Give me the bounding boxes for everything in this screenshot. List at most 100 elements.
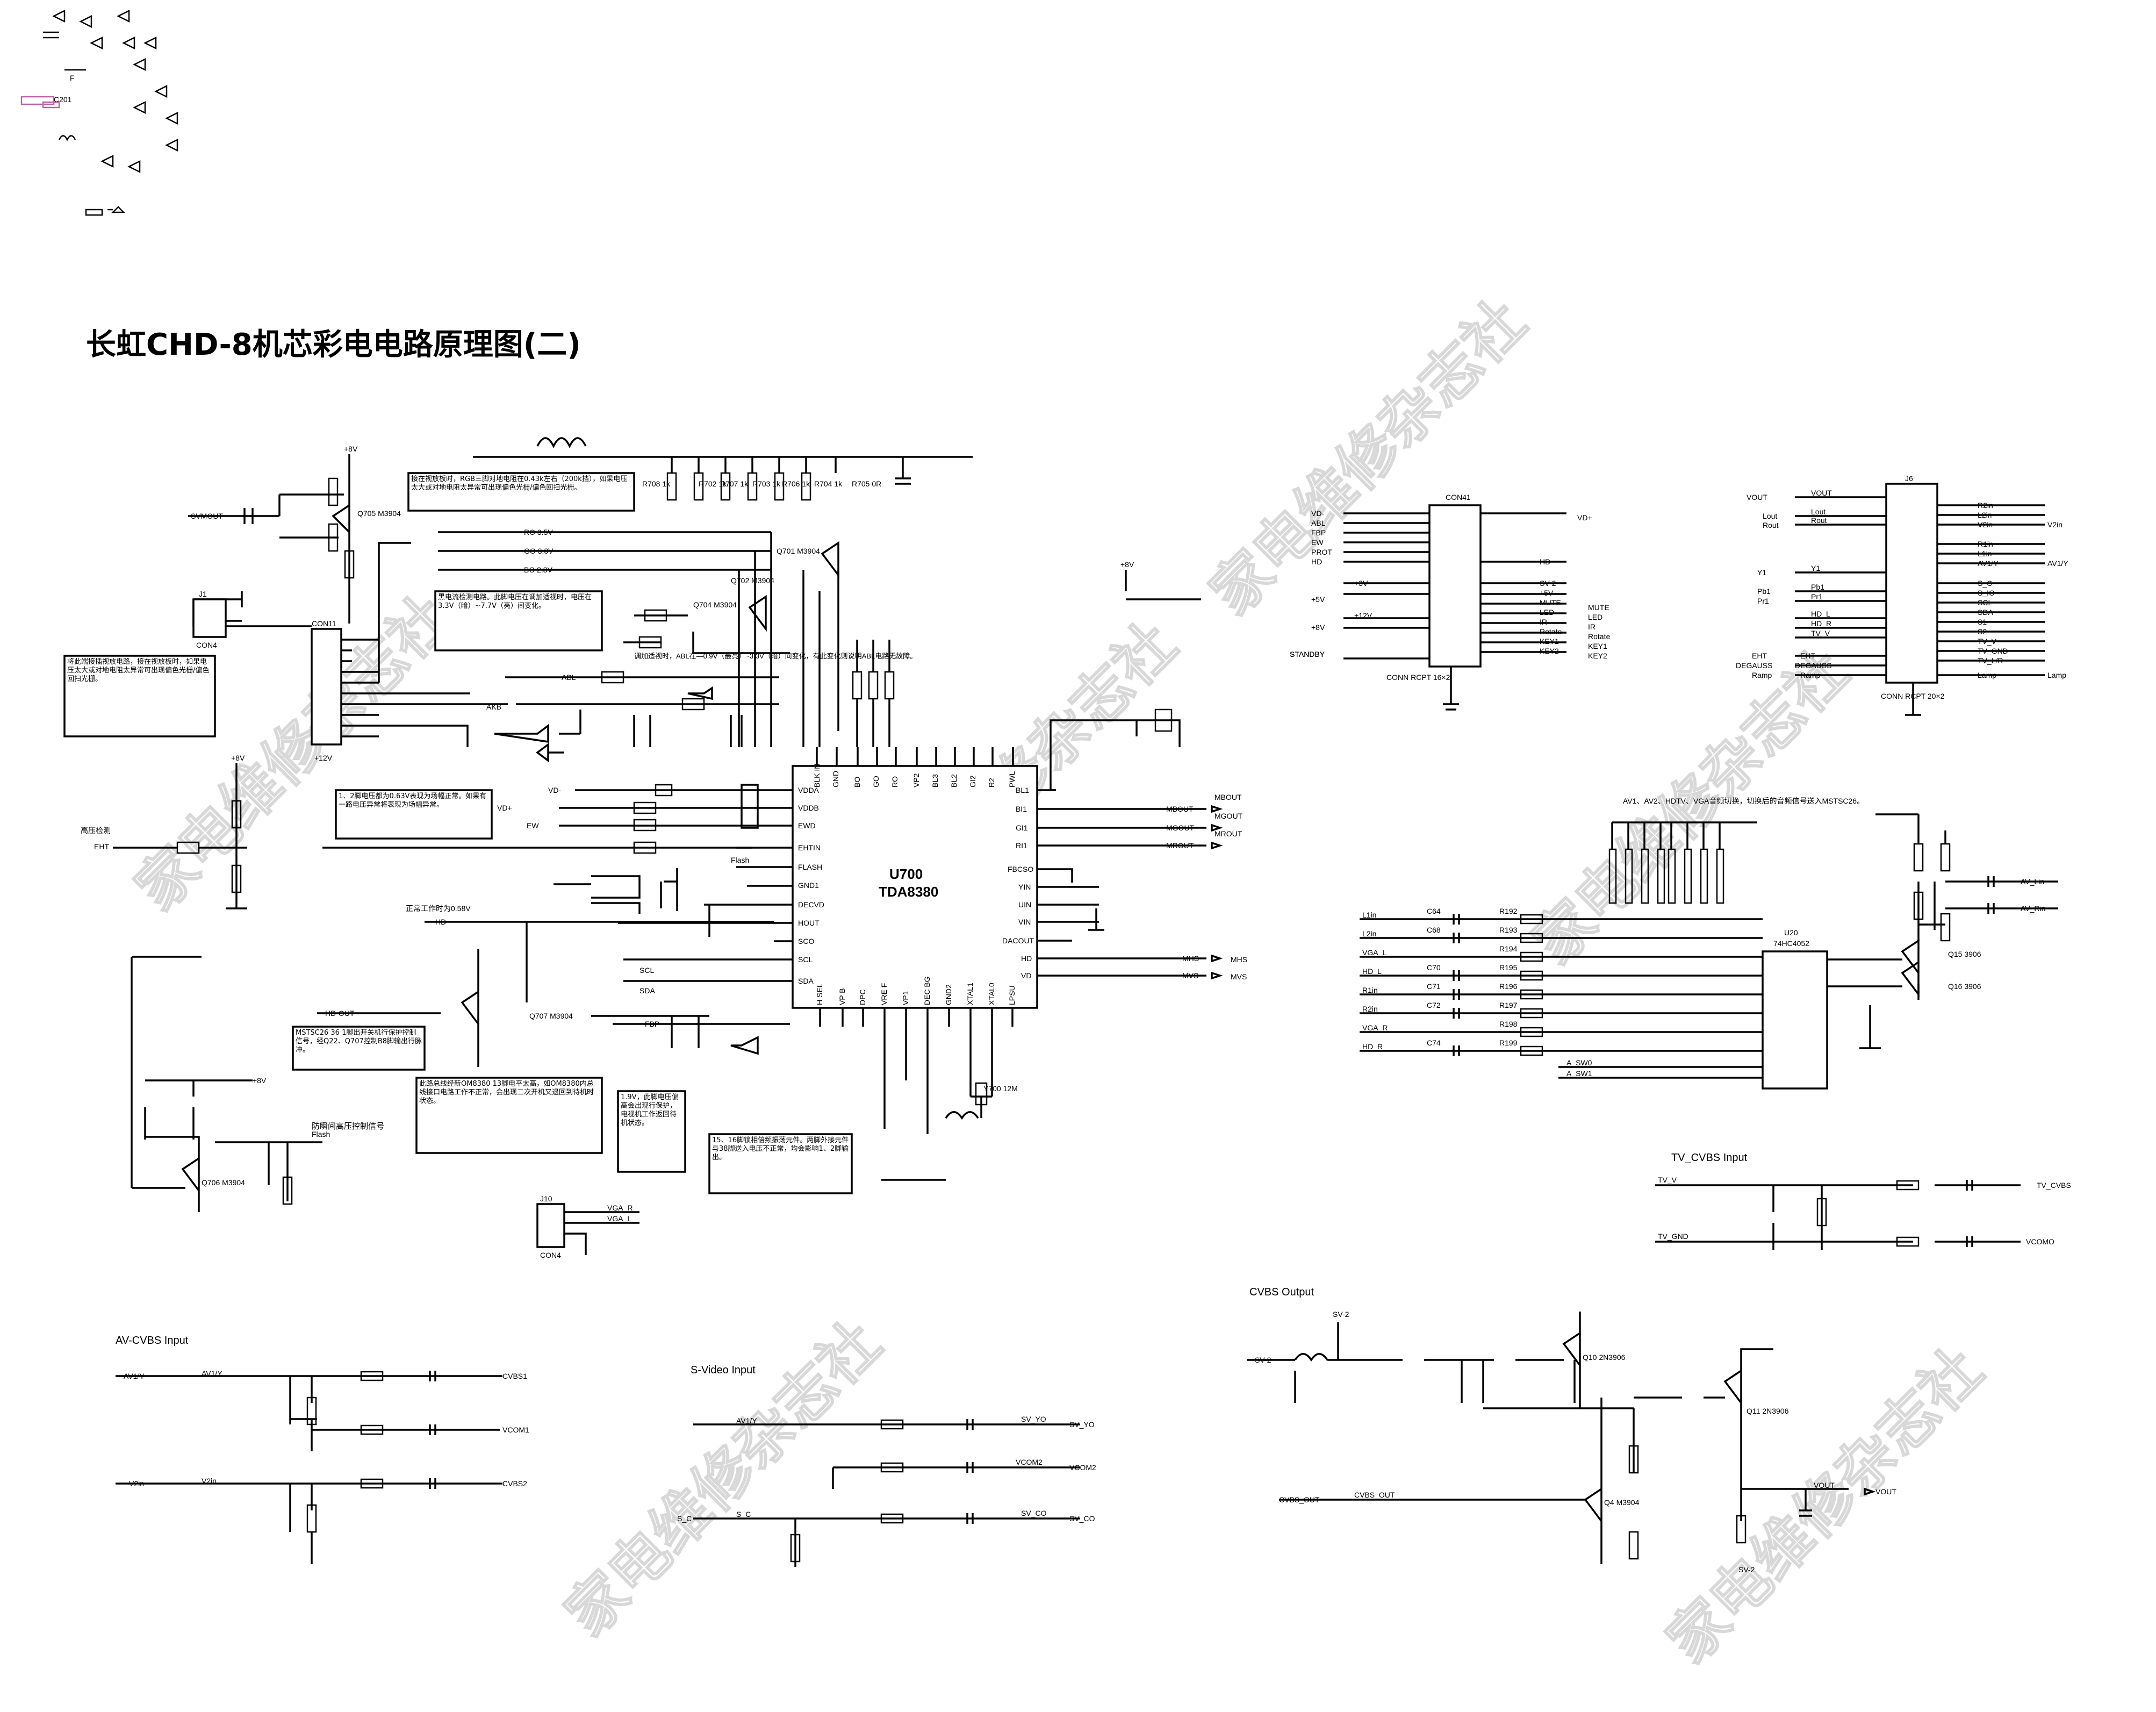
conn-signal: Pr1: [1757, 597, 1769, 605]
ic-pin-label: XTAL0: [987, 983, 996, 1005]
conn-signal: +5V: [1540, 589, 1554, 597]
v2in-label: V2in: [129, 1479, 144, 1488]
res-label: R195: [1499, 963, 1518, 972]
sv-yo-tag: SV_YO: [1069, 1420, 1095, 1429]
tv-v-label: TV_V: [1658, 1176, 1677, 1184]
av-rin-label: AV_Rin: [2021, 904, 2045, 913]
audio-input-label: R2in: [1362, 1005, 1378, 1013]
cap-label: C74: [1427, 1038, 1441, 1047]
ic-pin-label: UIN: [1018, 900, 1031, 909]
audio-res: R192 R193 R194 R195 R196 R197 R198 R199: [1499, 907, 1518, 1047]
note-4: 1、2脚电压都为0.63V表现为场幅正常。如果有一路电压异常将表现为场幅异常。: [339, 792, 486, 809]
audio-input-label: L2in: [1362, 929, 1376, 938]
q702-label: Q702 M3904: [731, 576, 774, 585]
conn-16x2-right-labels: VD+ HD SV-2 +5V MUTE LED IR Rotate KEY1 …: [1540, 513, 1610, 660]
ic-pin-label: HOUT: [798, 919, 820, 927]
ic-pin-label: GND2: [944, 984, 953, 1005]
ic-pin-label: VP B: [838, 988, 846, 1005]
q10-label: Q10 2N3906: [1583, 1353, 1626, 1362]
note-7: 1.9V，此脚电压偏高会出现行保护，电视机工作返回待机状态。: [621, 1093, 679, 1127]
conn-signal: Rout: [1763, 521, 1779, 529]
ic-pin-label: FBCSO: [1008, 865, 1033, 873]
mbout-label: MBOUT: [1166, 805, 1194, 813]
conn-signal: Lamp: [2047, 671, 2066, 679]
svideo-sc-label: S_C: [677, 1514, 692, 1523]
cap-label: C64: [1427, 907, 1441, 915]
audio-switch: U20 74HC4052 L1in L2in VGA_L HD_L R1in R…: [1360, 813, 2058, 1090]
flash-bottom-label: Flash: [312, 1130, 330, 1138]
conn-signal: KEY1: [1588, 642, 1607, 650]
vcom2-label: VCOM2: [1016, 1458, 1043, 1466]
conn-signal: Pr1: [1811, 592, 1823, 601]
vd-minus-label: VD-: [548, 786, 561, 794]
u20-part: 74HC4052: [1773, 939, 1809, 948]
line-freq-note: 正常工作时为0.58V: [406, 904, 471, 913]
conn-signal: HD_R: [1811, 619, 1831, 628]
ic-pin-label: BL2: [950, 774, 958, 787]
v2in-net: V2in: [202, 1477, 217, 1485]
conn-signal: VD+: [1577, 513, 1592, 522]
conn-20x2: J6 CONN RCPT 20×2 VOUT VOUT Lout Rout Lo…: [1736, 474, 2068, 716]
conn-signal: EW: [1311, 538, 1324, 547]
conn-16x2: CON41 CONN RCPT 16×2 VD- ABL FBP EW PROT…: [1120, 493, 1610, 711]
ro-label: RO 3.5V: [524, 528, 553, 536]
audio-caps: C64 C68 C70 C71 C72 C74: [1427, 907, 1441, 1047]
conn-signal: SDA: [1978, 608, 1993, 617]
ic-pin-label: EHTIN: [798, 843, 821, 852]
ic-pin-label: H SEL: [815, 983, 824, 1005]
abl-akb-network: ABL AKB: [486, 671, 779, 763]
q16-label: Q16 3906: [1948, 982, 1981, 991]
vga-r-label: VGA_R: [607, 1204, 633, 1212]
ic-pin-label: XTAL1: [966, 983, 974, 1005]
conn-signal: Ramp: [1800, 671, 1821, 679]
q704-label: Q704 M3904: [693, 600, 737, 609]
conn-signal: S2: [1978, 627, 1987, 636]
j10-label: J10: [540, 1194, 552, 1203]
vcom2-tag: VCOM2: [1069, 1463, 1096, 1472]
ic-pin-label: SCO: [798, 937, 814, 945]
res-r705: R705 0R: [852, 479, 881, 488]
conn-signal: EHT: [1752, 651, 1767, 660]
ic-pin-label: VDDA: [798, 786, 820, 794]
conn-signal: DEGAUSS: [1795, 661, 1831, 670]
conn-signal: STANDBY: [1290, 650, 1325, 658]
ic-pin-label: YIN: [1018, 883, 1031, 891]
conn-signal: MUTE: [1540, 598, 1561, 607]
conn-16x2-ref: CON41: [1446, 493, 1471, 502]
ic-pin-label: LPSU: [1008, 985, 1016, 1005]
crystal-network: Y700 12M: [881, 1027, 1018, 1181]
note-9: AV1、AV2、HDTV、VGA音频切换，切换后的音频信号送入MSTSC26。: [1623, 797, 1864, 805]
ic-pin-label: VP1: [901, 991, 910, 1005]
scl-label: SCL: [639, 966, 654, 975]
eht-label: EHT: [94, 842, 109, 851]
ic-pin-label: VD: [1021, 971, 1031, 980]
watermark-text-5: 家电维修杂志社: [1520, 636, 1861, 977]
res-label: R196: [1499, 982, 1518, 991]
conn-20x2-left-labels: VOUT VOUT Lout Rout Lout Rout Y1 Y1 Pb1 …: [1736, 489, 1832, 679]
ic-pin-label: PWL: [1008, 771, 1016, 787]
flash-label: Flash: [731, 856, 749, 864]
watermark-text-6: 家电维修杂志社: [1654, 1335, 1995, 1676]
u20-ref: U20: [1784, 928, 1798, 937]
q15-label: Q15 3906: [1948, 950, 1981, 958]
ic-pin-label: BI1: [1016, 805, 1027, 813]
svideo-av1y-label: AV1/Y: [736, 1416, 757, 1425]
svg-text:F: F: [70, 74, 75, 82]
vcom1-label: VCOM1: [502, 1426, 529, 1434]
conn-signal: VD-: [1311, 509, 1324, 518]
ew-label: EW: [527, 821, 539, 830]
crystal-label: Y700 12M: [983, 1084, 1018, 1093]
av1y-label: AV1/Y: [124, 1372, 145, 1380]
sv-yo-label: SV_YO: [1021, 1415, 1046, 1423]
conn-signal: Y1: [1811, 564, 1820, 572]
conn-signal: S_C: [1978, 579, 1992, 588]
res-label: R198: [1499, 1020, 1518, 1028]
conn-20x2-right-labels: R2in L2in V2in V2in R1in L1in AV1/Y AV1/…: [1978, 501, 2068, 679]
bo-label: BO 2.8V: [524, 565, 553, 574]
svideo-title: S-Video Input: [691, 1364, 756, 1376]
sv2-bottom-label: SV-2: [1738, 1565, 1755, 1574]
akb-label: AKB: [486, 703, 501, 711]
audio-input-label: VGA_L: [1362, 948, 1386, 957]
go-label: GO 3.0V: [524, 547, 554, 555]
conn-signal: KEY2: [1588, 651, 1607, 660]
